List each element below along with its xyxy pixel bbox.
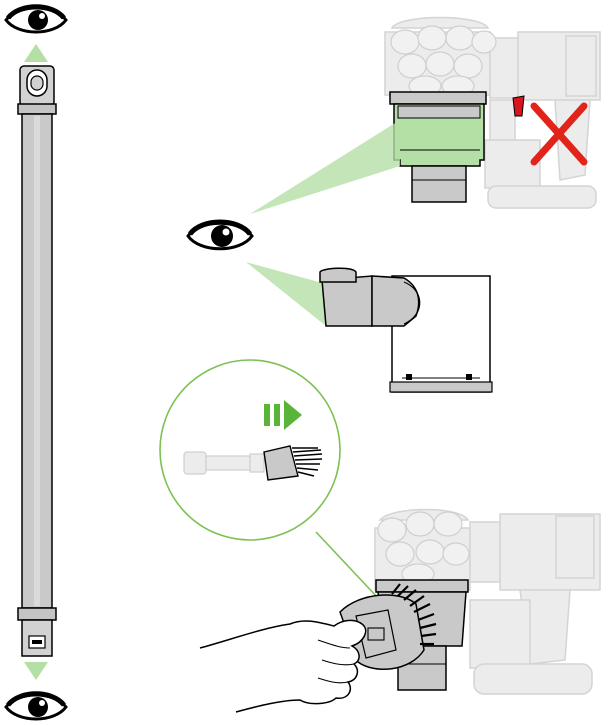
brush-tool-small bbox=[263, 445, 299, 481]
eye-icon bbox=[4, 691, 68, 721]
hand bbox=[199, 619, 367, 713]
wand-top-connector bbox=[17, 65, 57, 115]
view-beam bbox=[246, 262, 326, 326]
brush-inset bbox=[159, 359, 379, 599]
eye-icon bbox=[4, 4, 68, 34]
brush-bristles bbox=[292, 447, 323, 477]
shroud-top-band bbox=[389, 91, 487, 105]
trigger bbox=[512, 95, 525, 117]
faded-cyclones bbox=[377, 511, 470, 585]
cross-icon bbox=[530, 102, 588, 166]
brush-tool bbox=[339, 594, 425, 671]
shroud-panel bbox=[186, 16, 601, 326]
bin-panel bbox=[319, 267, 493, 393]
eye-icon bbox=[186, 219, 254, 251]
faded-cyclones bbox=[390, 25, 497, 97]
faded-machine-body bbox=[374, 508, 601, 695]
brush-bristles bbox=[391, 583, 437, 646]
view-beam bbox=[250, 120, 400, 214]
double-bar-arrow-icon bbox=[264, 400, 302, 430]
bin-nozzle bbox=[321, 275, 373, 327]
wand-panel bbox=[4, 4, 68, 721]
arrow-down-icon bbox=[24, 662, 48, 680]
canister-lower bbox=[411, 165, 467, 203]
cleaning-panel bbox=[199, 508, 601, 713]
arrow-up-icon bbox=[24, 44, 48, 62]
wand-bottom-connector bbox=[17, 607, 57, 657]
